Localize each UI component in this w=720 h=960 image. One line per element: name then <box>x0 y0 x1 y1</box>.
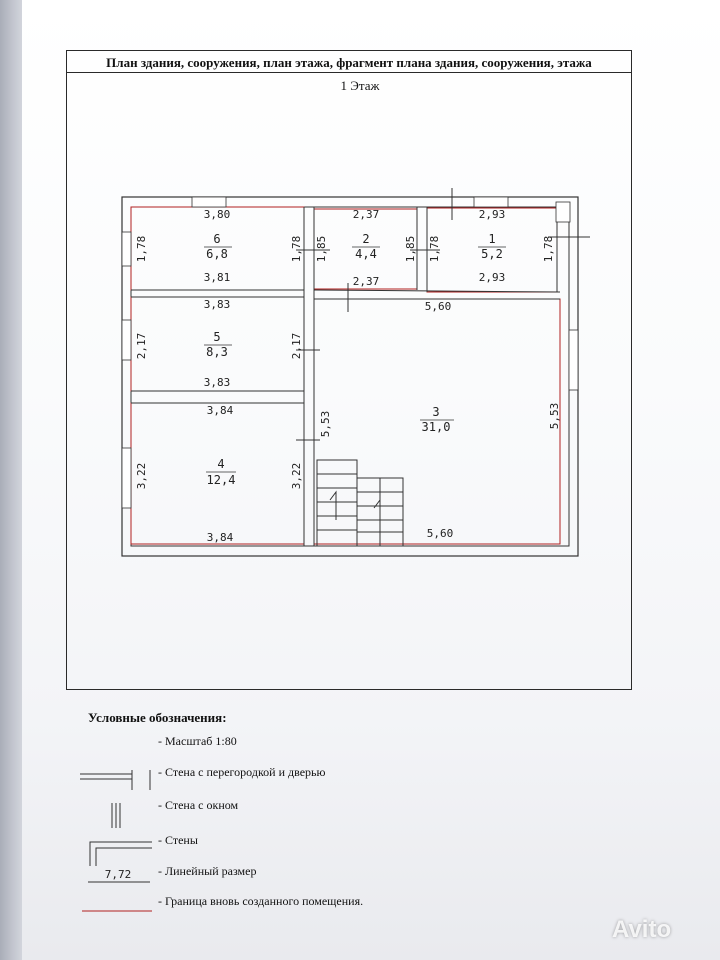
dimension-label: 2,93 <box>479 208 506 221</box>
room-area: 6,8 <box>206 247 228 261</box>
room-area: 8,3 <box>206 345 228 359</box>
legend-sample-dimension: 7,72 <box>105 868 132 881</box>
room-number: 1 <box>488 232 495 246</box>
window-icon <box>121 447 132 509</box>
dimension-label: 1,85 <box>404 236 417 263</box>
dimension-label: 1,85 <box>315 236 328 263</box>
legend-linear-dimension: - Линейный размер <box>158 864 257 878</box>
room-area: 4,4 <box>355 247 377 261</box>
paper-sheet <box>22 0 720 960</box>
room-number: 5 <box>213 330 220 344</box>
room-number: 3 <box>432 405 439 419</box>
staircase <box>316 459 404 547</box>
legend-new-boundary: - Граница вновь созданного помещения. <box>158 894 364 908</box>
dimension-label: 5,60 <box>425 300 452 313</box>
room-area: 31,0 <box>422 420 451 434</box>
legend-scale: - Масштаб 1:80 <box>158 734 237 748</box>
room-area: 5,2 <box>481 247 503 261</box>
dimension-label: 3,22 <box>290 463 303 490</box>
dimension-label: 3,83 <box>204 376 231 389</box>
dimension-label: 1,78 <box>428 236 441 263</box>
dimension-label: 3,84 <box>207 531 234 544</box>
dimension-label: 5,53 <box>548 403 561 430</box>
dimension-label: 3,83 <box>204 298 231 311</box>
dimension-label: 2,37 <box>353 208 380 221</box>
window-icon <box>555 201 571 223</box>
legend-wall-window: - Стена с окном <box>158 798 239 812</box>
dimension-label: 3,80 <box>204 208 231 221</box>
windows <box>121 196 579 509</box>
walls-symbol <box>89 841 152 866</box>
legend-title: Условные обозначения: <box>88 710 227 725</box>
floor-title: 1 Этаж <box>340 78 380 93</box>
room-number: 2 <box>362 232 369 246</box>
dimension-label: 5,53 <box>319 411 332 438</box>
avito-watermark: Avito <box>612 916 672 943</box>
legend-symbols <box>80 770 152 912</box>
window-icon <box>121 231 132 267</box>
dimension-label: 3,81 <box>204 271 231 284</box>
dimension-label: 2,37 <box>353 275 380 288</box>
dimension-label: 5,60 <box>427 527 454 540</box>
legend-wall-door: - Стена с перегородкой и дверью <box>158 765 326 779</box>
dimension-label: 2,17 <box>290 333 303 360</box>
window-icon <box>121 319 132 361</box>
room-number: 6 <box>213 232 220 246</box>
window-icon <box>473 196 509 208</box>
window-icon <box>568 329 579 391</box>
legend-walls: - Стены <box>158 833 198 847</box>
room-area: 12,4 <box>207 473 236 487</box>
door-marks <box>296 188 590 441</box>
dimension-label: 3,22 <box>135 463 148 490</box>
dimension-label: 2,17 <box>135 333 148 360</box>
document-header: План здания, сооружения, план этажа, фра… <box>66 53 632 73</box>
room-number: 4 <box>217 457 224 471</box>
dimension-label: 3,84 <box>207 404 234 417</box>
document-frame <box>66 50 632 690</box>
dimension-label: 2,93 <box>479 271 506 284</box>
window-icon <box>191 196 227 208</box>
dimension-label: 1,78 <box>135 236 148 263</box>
dimension-label: 1,78 <box>542 236 555 263</box>
inner-wall <box>130 206 570 547</box>
dimension-label: 1,78 <box>290 236 303 263</box>
